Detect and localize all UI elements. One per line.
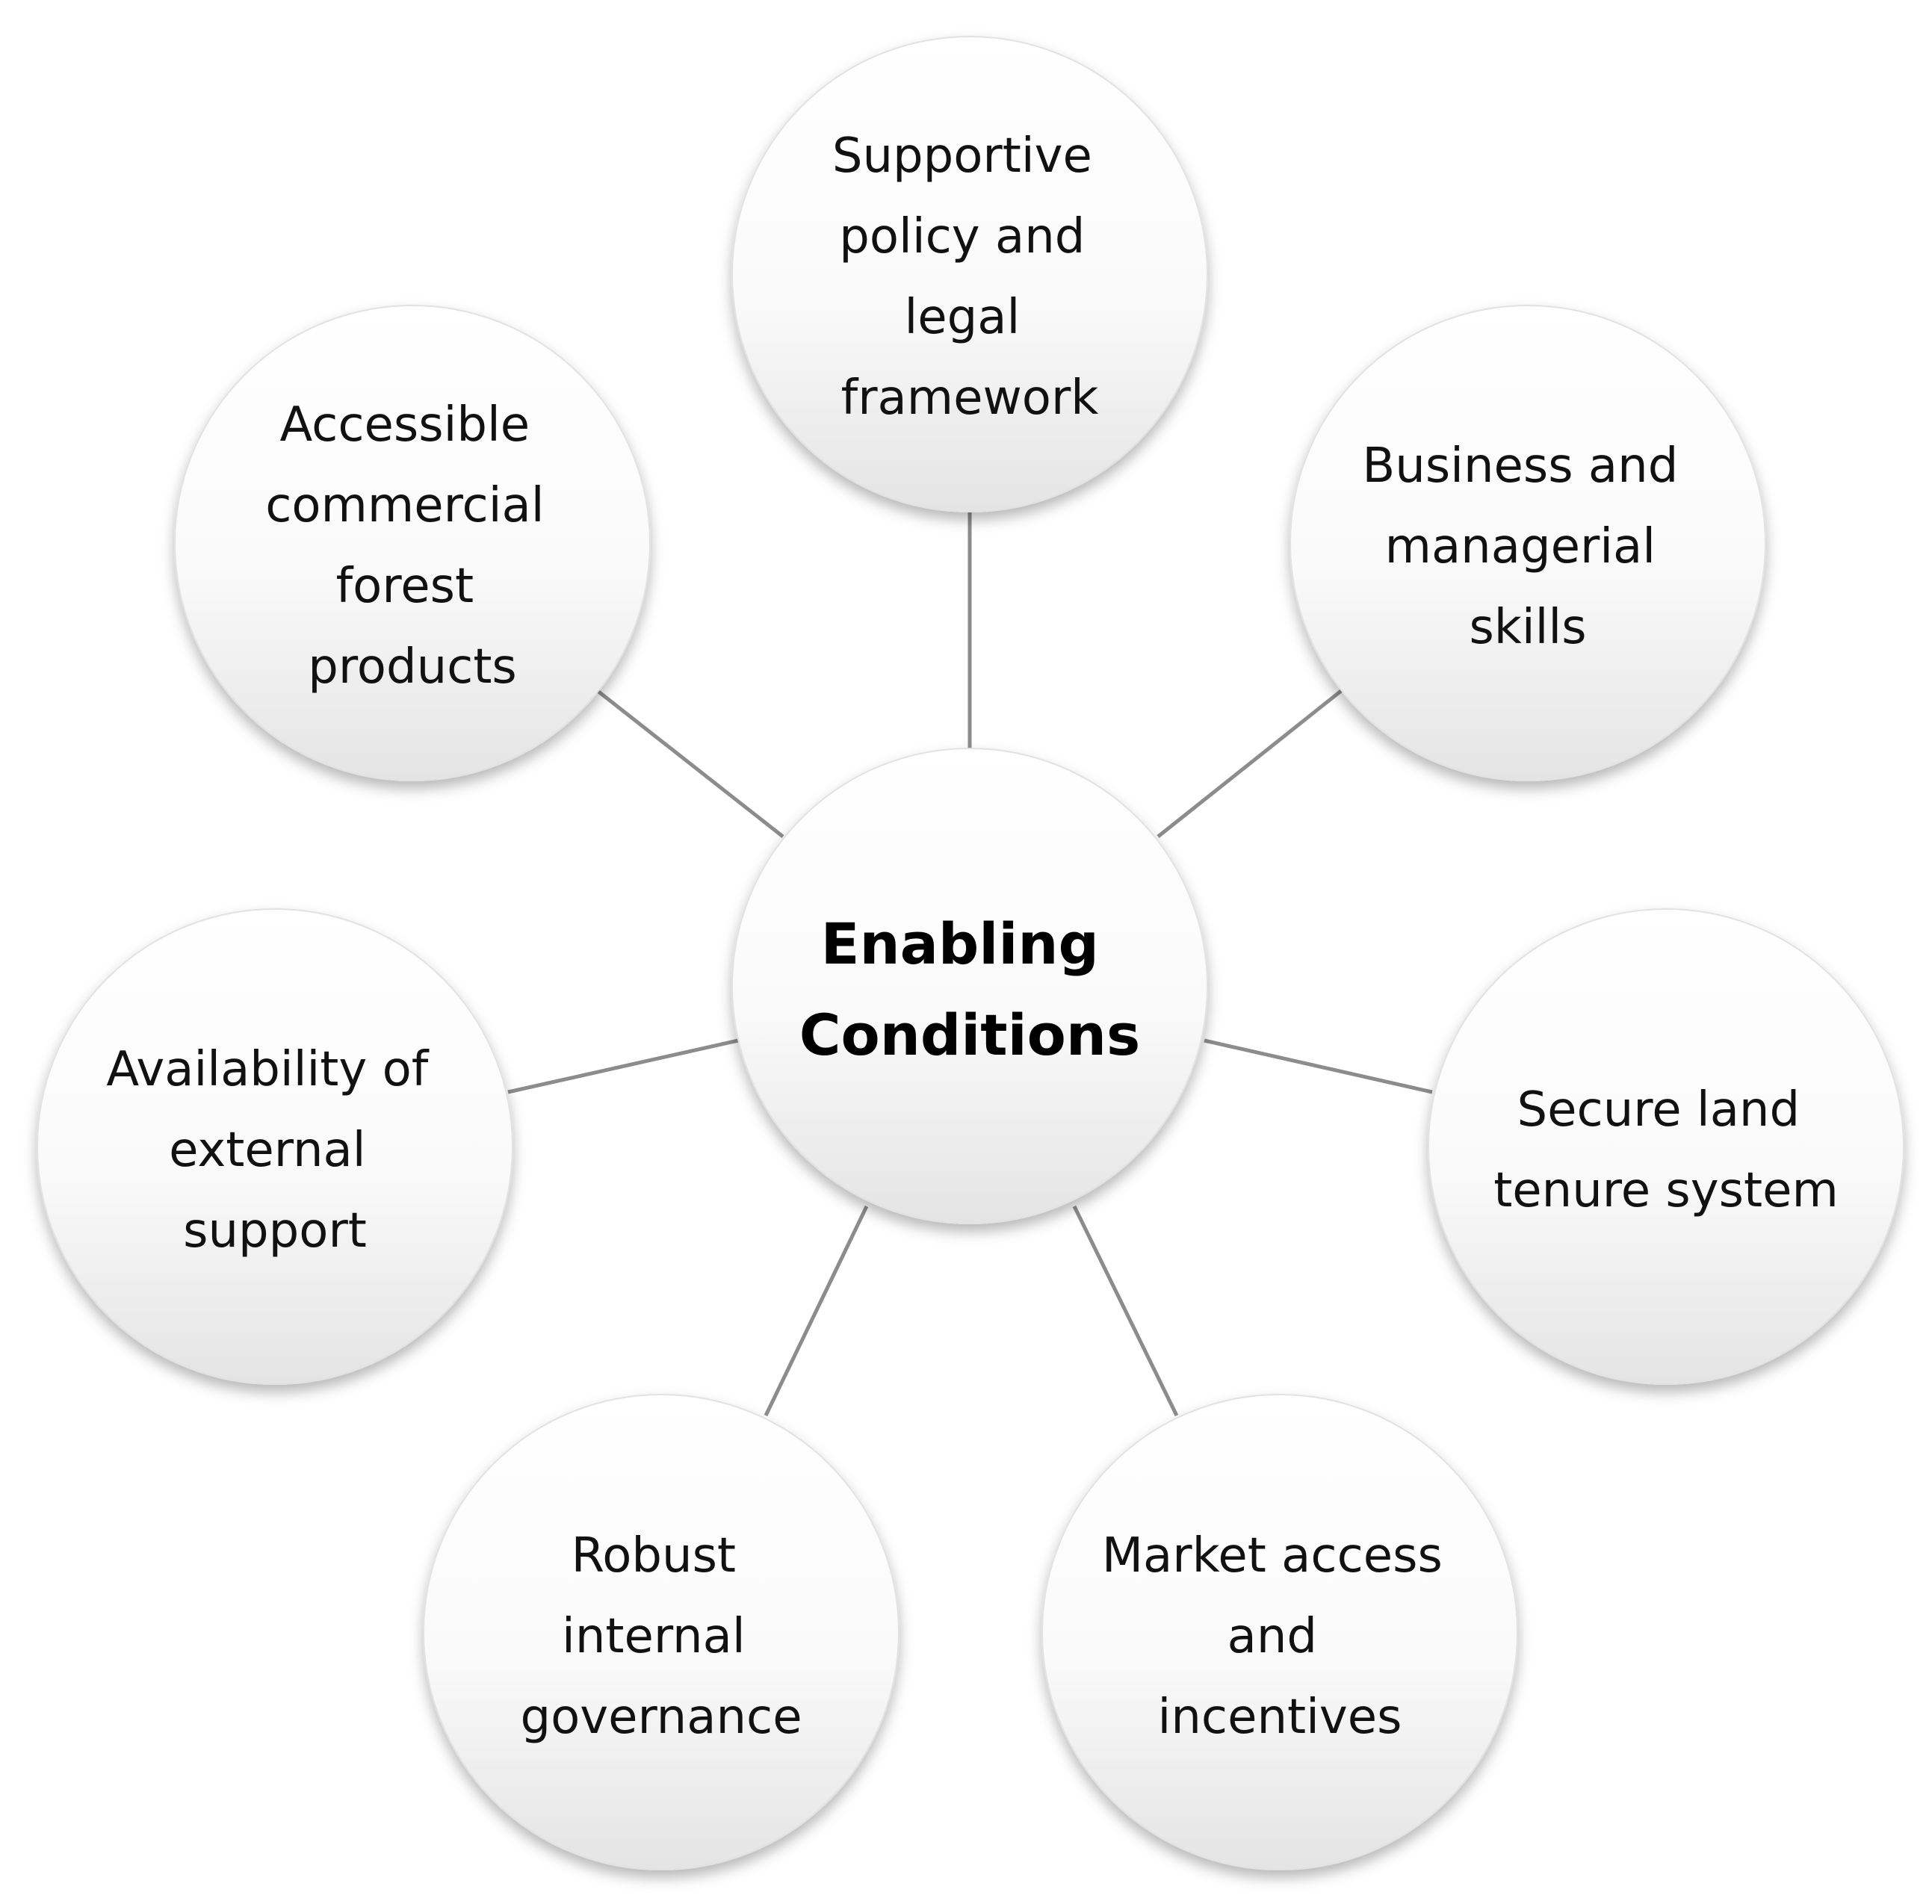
node-forest-products: Accessible commercial forest products — [174, 305, 651, 781]
connector-forest-products — [596, 689, 784, 838]
market-access-line: Market access — [1102, 1528, 1443, 1584]
node-supportive-policy: Supportive policy and legal framework — [731, 36, 1208, 512]
node-secure-land-tenure: Secure land tenure system — [1428, 908, 1904, 1385]
center-line: Enabling — [821, 911, 1099, 977]
robust-governance-circle — [423, 1394, 900, 1870]
external-support-line: support — [183, 1203, 367, 1259]
robust-governance-line: internal — [562, 1609, 746, 1664]
secure-land-tenure-circle — [1428, 908, 1904, 1385]
connector-secure-land-tenure — [1204, 1038, 1433, 1094]
secure-land-tenure-label: Secure land tenure system — [1493, 1082, 1839, 1218]
forest-products-circle — [174, 305, 651, 781]
center-circle — [731, 748, 1208, 1224]
supportive-policy-circle — [731, 36, 1208, 512]
business-skills-label: Business and managerial skills — [1362, 438, 1693, 655]
node-external-support: Availability of external support — [37, 908, 513, 1385]
center-line: Conditions — [799, 1002, 1140, 1068]
connector-external-support — [507, 1038, 739, 1094]
connector-market-access — [1072, 1205, 1179, 1417]
forest-products-line: products — [308, 639, 517, 695]
center-node: Enabling Conditions — [731, 748, 1208, 1224]
business-skills-line: skills — [1469, 600, 1586, 655]
business-skills-line: Business and — [1362, 438, 1678, 494]
connectors — [507, 512, 1433, 1417]
connector-robust-governance — [764, 1205, 869, 1417]
market-access-circle — [1041, 1394, 1518, 1870]
robust-governance-label: Robust internal governance — [520, 1528, 802, 1745]
node-market-access: Market access and incentives — [1041, 1394, 1518, 1870]
robust-governance-line: Robust — [572, 1528, 736, 1584]
forest-products-line: forest — [336, 559, 474, 614]
market-access-line: incentives — [1158, 1690, 1402, 1745]
connector-business-skills — [1157, 689, 1343, 838]
secure-land-tenure-line: tenure system — [1493, 1163, 1839, 1218]
external-support-circle — [37, 908, 513, 1385]
center-label: Enabling Conditions — [799, 911, 1140, 1068]
business-skills-circle — [1289, 305, 1766, 781]
supportive-policy-line: framework — [841, 370, 1099, 426]
forest-products-line: commercial — [265, 478, 544, 533]
node-business-skills: Business and managerial skills — [1289, 305, 1766, 781]
external-support-line: Availability of — [106, 1042, 429, 1097]
robust-governance-line: governance — [520, 1690, 802, 1745]
market-access-line: and — [1227, 1609, 1317, 1664]
supportive-policy-line: Supportive — [832, 128, 1092, 184]
node-robust-governance: Robust internal governance — [423, 1394, 900, 1870]
market-access-label: Market access and incentives — [1102, 1528, 1458, 1745]
external-support-label: Availability of external support — [106, 1042, 443, 1259]
supportive-policy-line: policy and — [839, 209, 1085, 264]
forest-products-label: Accessible commercial forest products — [265, 397, 560, 695]
external-support-line: external — [169, 1123, 365, 1178]
business-skills-line: managerial — [1385, 519, 1656, 574]
supportive-policy-label: Supportive policy and legal framework — [832, 128, 1107, 426]
forest-products-line: Accessible — [280, 397, 530, 453]
secure-land-tenure-line: Secure land — [1517, 1082, 1801, 1138]
supportive-policy-line: legal — [904, 290, 1020, 345]
